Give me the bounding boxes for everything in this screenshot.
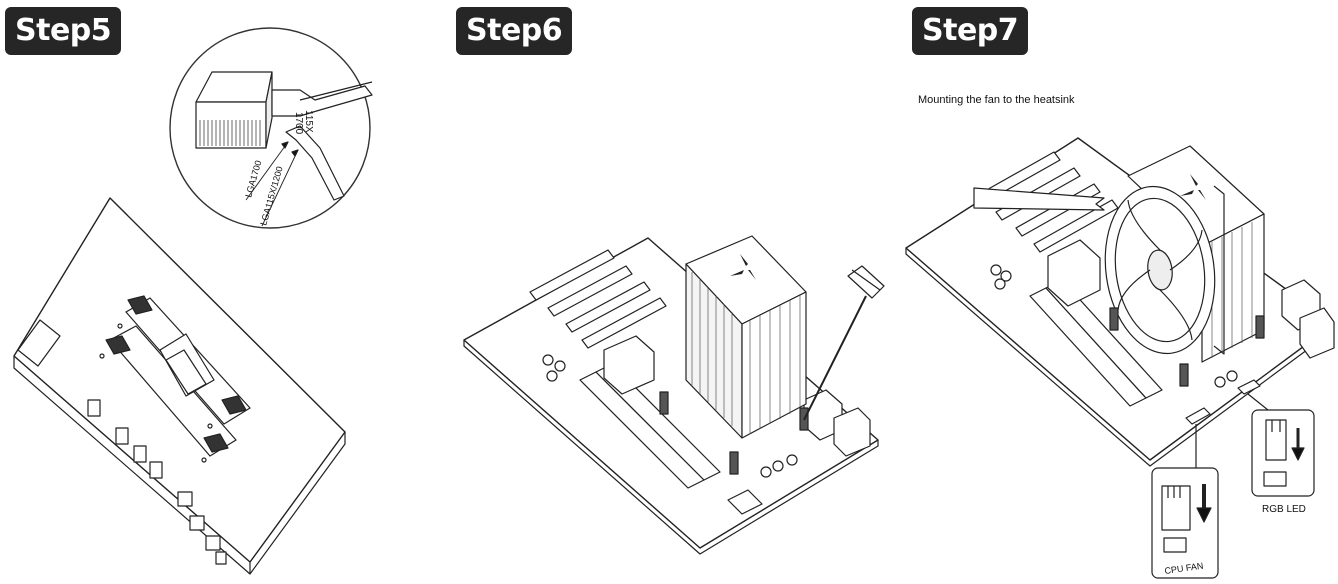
step6-motherboard	[463, 235, 885, 555]
step7-caption: Mounting the fan to the heatsink	[918, 94, 1075, 106]
step5-motherboard-back	[13, 197, 346, 575]
step7-logo-icon	[1180, 174, 1206, 200]
screwdriver-icon	[803, 265, 885, 421]
cpu-fan-callout: CPU FAN	[1151, 467, 1219, 579]
step5-zoom-circle: 1700 115X LGA1700 LGA115X/1200	[169, 27, 373, 229]
mark-115x: 115X	[303, 110, 314, 133]
step7-badge: Step7	[912, 7, 1029, 55]
mark-1700: 1700	[293, 112, 304, 135]
label-lga115x: LGA115X/1200	[258, 165, 284, 226]
label-lga1700: LGA1700	[243, 159, 263, 198]
step7-motherboard: CPU FAN RGB LED	[905, 137, 1335, 579]
step6-logo-icon	[730, 254, 756, 280]
rgb-led-callout	[1251, 409, 1315, 497]
rgb-led-label: RGB LED	[1262, 504, 1306, 515]
step5-badge: Step5	[5, 7, 122, 55]
step6-badge: Step6	[456, 7, 573, 55]
fan-icon	[1104, 185, 1225, 355]
